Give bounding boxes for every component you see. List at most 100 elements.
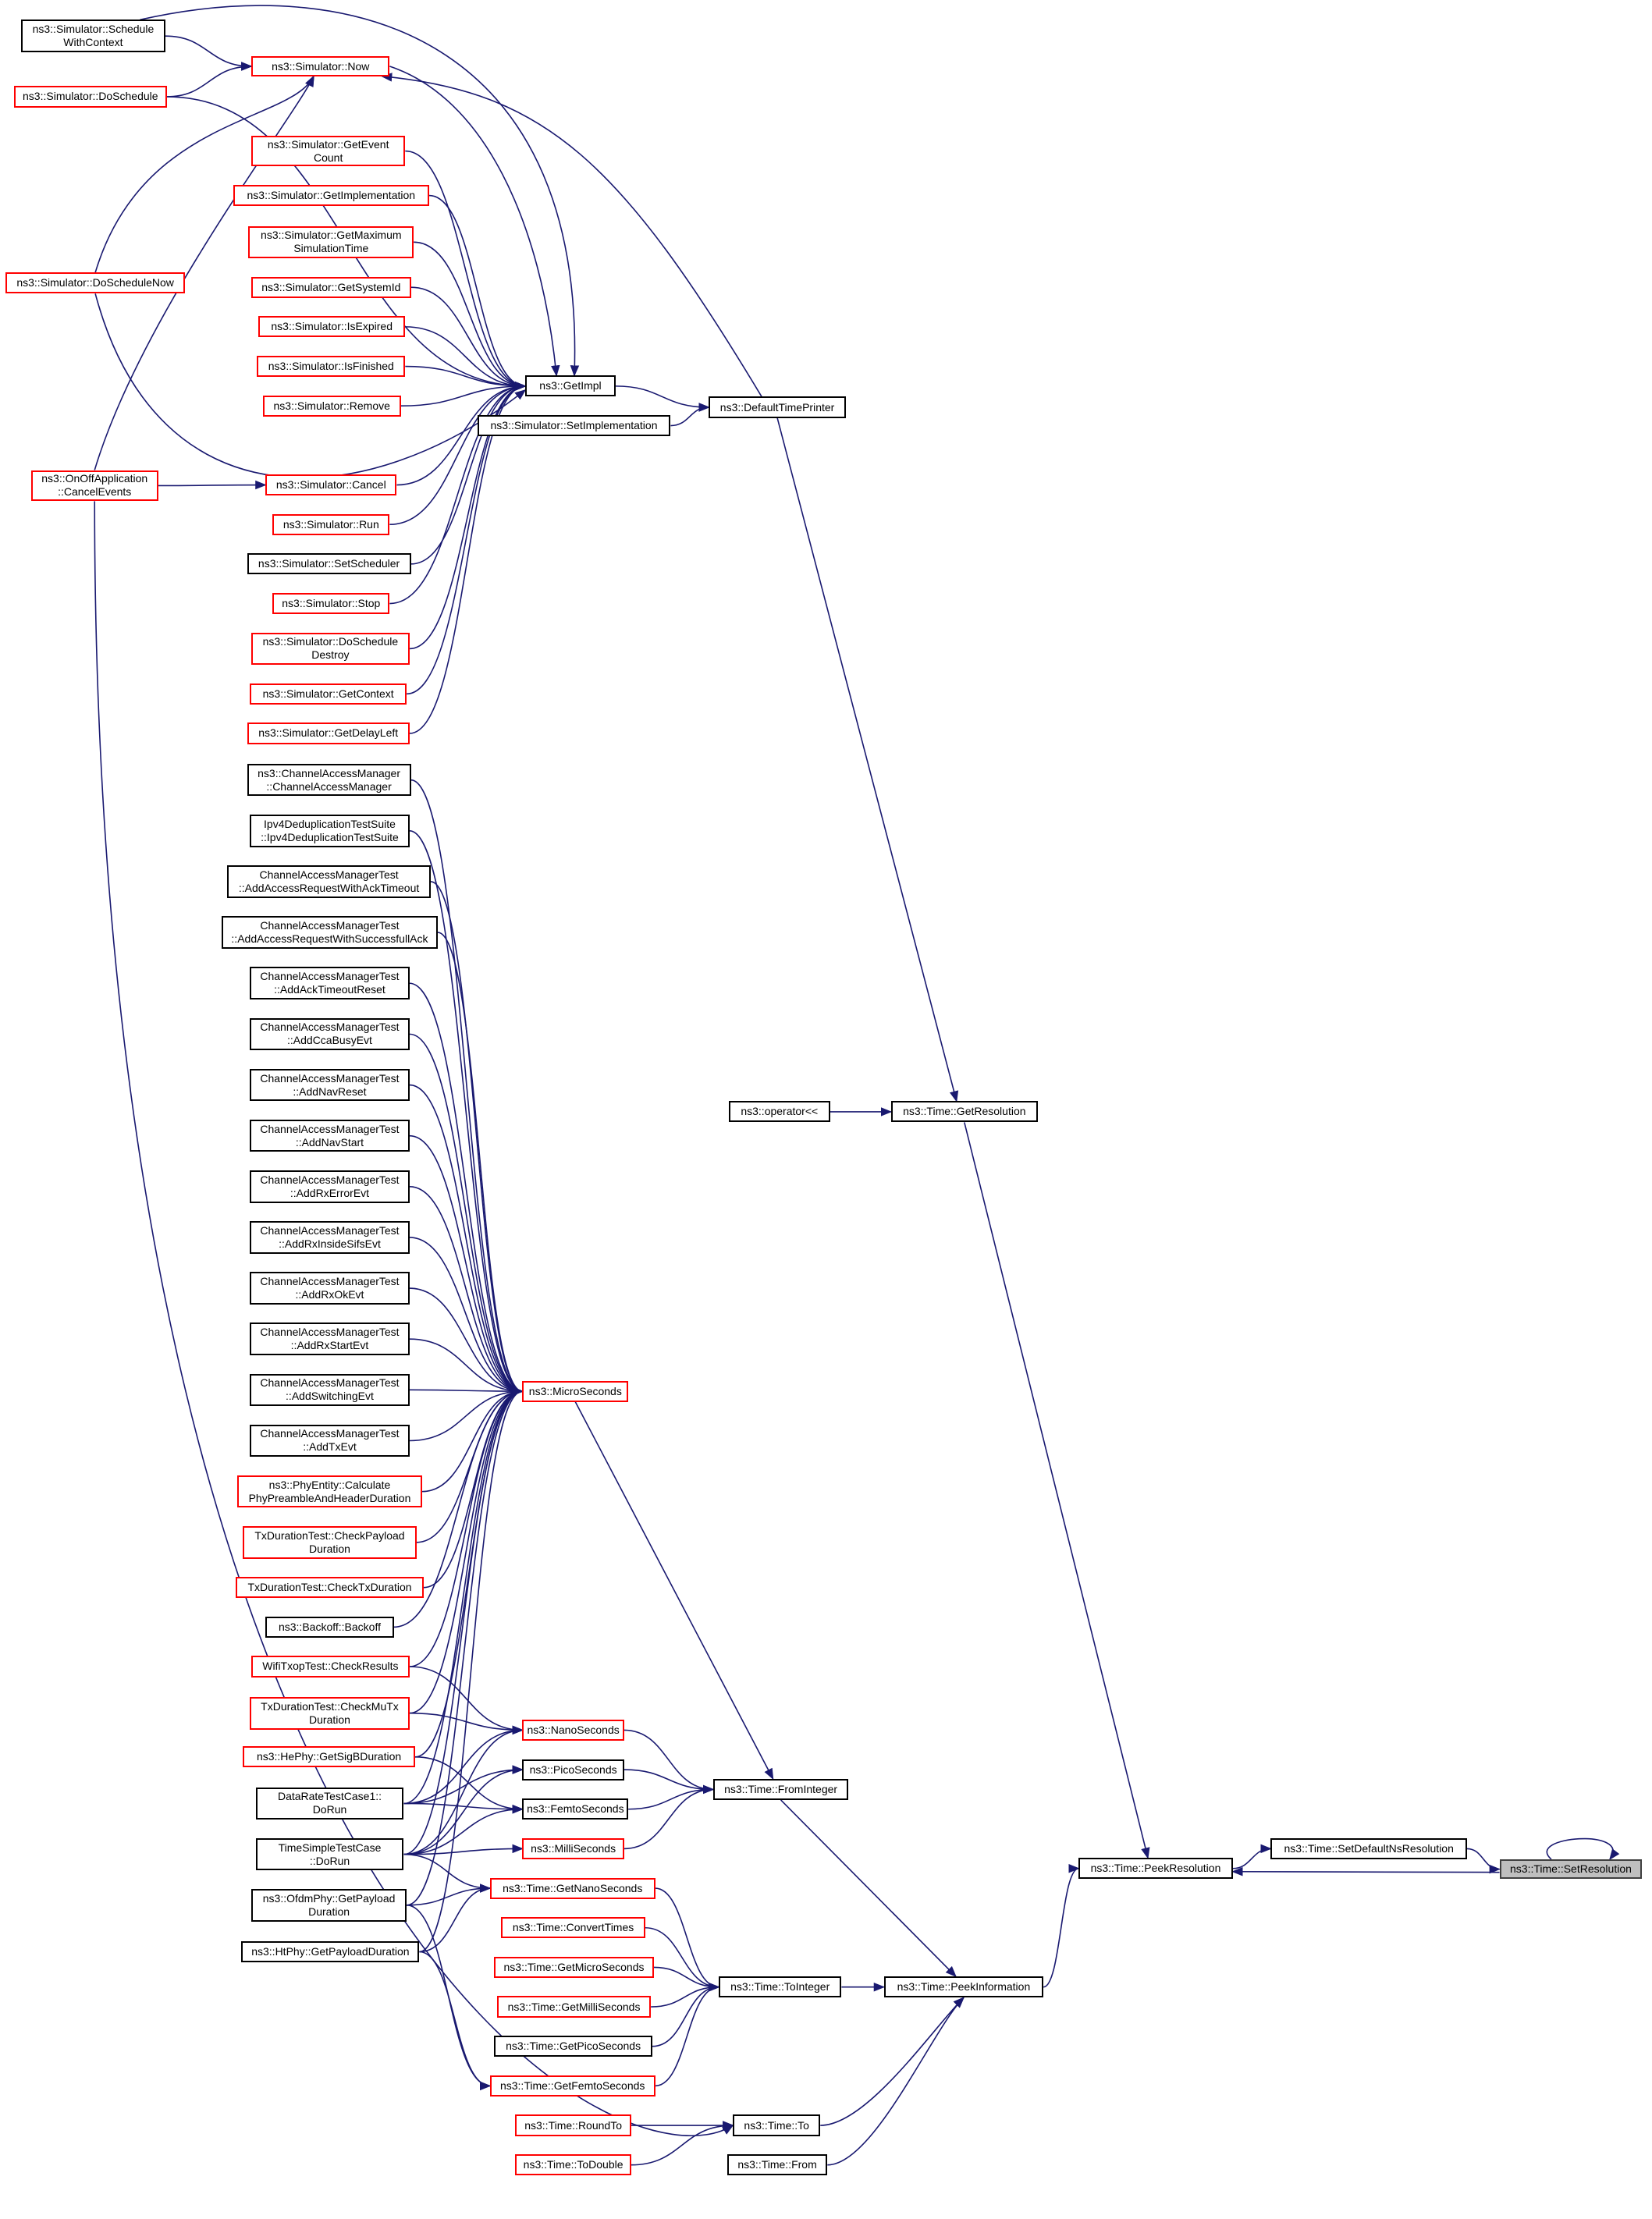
node-label: ns3::Time::GetPicoSeconds <box>506 2040 641 2053</box>
graph-node-t4[interactable]: ChannelAccessManagerTest::AddCcaBusyEvt <box>250 1017 410 1051</box>
graph-node-peekinfo[interactable]: ns3::Time::PeekInformation <box>883 1976 1044 1998</box>
graph-node-run[interactable]: ns3::Simulator::Run <box>272 513 390 535</box>
graph-node-getctx[interactable]: ns3::Simulator::GetContext <box>250 683 407 705</box>
graph-node-t11[interactable]: ChannelAccessManagerTest::AddSwitchingEv… <box>250 1373 410 1407</box>
graph-node-onoff[interactable]: ns3::OnOffApplication::CancelEvents <box>30 470 158 502</box>
node-label: ns3::Simulator::DoSchedule <box>262 635 399 648</box>
graph-node-cam[interactable]: ns3::ChannelAccessManager::ChannelAccess… <box>247 763 411 797</box>
graph-node-from[interactable]: ns3::Time::From <box>727 2154 828 2176</box>
graph-node-t10[interactable]: ChannelAccessManagerTest::AddRxStartEvt <box>250 1323 410 1356</box>
node-label: ns3::Simulator::Schedule <box>32 23 155 36</box>
graph-node-getres[interactable]: ns3::Time::GetResolution <box>890 1101 1038 1123</box>
node-label: ns3::Simulator::IsFinished <box>268 360 394 373</box>
graph-node-remove[interactable]: ns3::Simulator::Remove <box>262 395 401 417</box>
graph-node-dtp[interactable]: ns3::DefaultTimePrinter <box>709 396 846 418</box>
graph-node-isexp[interactable]: ns3::Simulator::IsExpired <box>258 316 406 338</box>
call-edge-htphy-to-micro <box>419 1386 524 1953</box>
graph-node-to[interactable]: ns3::Time::To <box>733 2114 821 2136</box>
graph-node-setimpl[interactable]: ns3::Simulator::SetImplementation <box>477 414 671 437</box>
graph-node-todouble[interactable]: ns3::Time::ToDouble <box>515 2154 631 2176</box>
graph-node-htphy[interactable]: ns3::HtPhy::GetPayloadDuration <box>241 1940 420 1963</box>
graph-node-milli[interactable]: ns3::MilliSeconds <box>522 1837 624 1859</box>
graph-node-toint[interactable]: ns3::Time::ToInteger <box>718 1976 842 1998</box>
graph-node-setres[interactable]: ns3::Time::SetResolution <box>1499 1859 1643 1880</box>
graph-node-drtc[interactable]: DataRateTestCase1::DoRun <box>255 1787 404 1820</box>
graph-node-ipv4dd[interactable]: Ipv4DeduplicationTestSuite::Ipv4Deduplic… <box>250 815 410 847</box>
graph-node-gmicro[interactable]: ns3::Time::GetMicroSeconds <box>494 1956 654 1978</box>
call-edge-ipv4dd-to-micro <box>409 830 524 1396</box>
graph-node-dsnow[interactable]: ns3::Simulator::DoScheduleNow <box>5 272 186 294</box>
graph-node-setsched[interactable]: ns3::Simulator::SetScheduler <box>247 553 411 575</box>
node-label: ns3::Backoff::Backoff <box>278 1620 381 1633</box>
graph-node-getimpln[interactable]: ns3::Simulator::GetImplementation <box>233 185 430 207</box>
graph-node-gnano[interactable]: ns3::Time::GetNanoSeconds <box>489 1877 655 1899</box>
graph-node-nano[interactable]: ns3::NanoSeconds <box>522 1719 624 1741</box>
node-label: ns3::Simulator::GetSystemId <box>261 280 401 293</box>
call-edge-dtp-to-now <box>380 73 762 397</box>
graph-node-sysid[interactable]: ns3::Simulator::GetSystemId <box>251 276 411 298</box>
graph-node-cancel[interactable]: ns3::Simulator::Cancel <box>265 474 397 496</box>
graph-node-backoff[interactable]: ns3::Backoff::Backoff <box>265 1616 394 1638</box>
node-label: ChannelAccessManagerTest <box>260 1376 400 1390</box>
graph-node-t12[interactable]: ChannelAccessManagerTest::AddTxEvt <box>250 1424 410 1457</box>
graph-node-t2[interactable]: ChannelAccessManagerTest::AddAccessReque… <box>222 916 438 949</box>
graph-node-oplt[interactable]: ns3::operator<< <box>728 1101 830 1123</box>
call-edge-drtc-to-nano <box>403 1725 524 1805</box>
graph-node-pico[interactable]: ns3::PicoSeconds <box>522 1759 624 1781</box>
call-edge-cmutx-to-micro <box>409 1386 524 1714</box>
graph-node-t3[interactable]: ChannelAccessManagerTest::AddAckTimeoutR… <box>250 967 410 1000</box>
graph-node-t5[interactable]: ChannelAccessManagerTest::AddNavReset <box>250 1068 410 1102</box>
call-edge-onoff-to-cancel <box>158 480 267 490</box>
node-label: TxDurationTest::CheckPayload <box>254 1528 405 1542</box>
node-label: ns3::Time::PeekInformation <box>897 1980 1031 1994</box>
node-label: ns3::Simulator::GetDelayLeft <box>258 726 399 740</box>
graph-node-gfemto[interactable]: ns3::Time::GetFemtoSeconds <box>489 2075 655 2097</box>
graph-node-cres[interactable]: WifiTxopTest::CheckResults <box>251 1656 410 1678</box>
call-edge-onoff-to-now <box>94 75 314 470</box>
graph-node-gmilli[interactable]: ns3::Time::GetMilliSeconds <box>496 1996 652 2018</box>
graph-node-peekres[interactable]: ns3::Time::PeekResolution <box>1078 1858 1233 1880</box>
graph-node-now[interactable]: ns3::Simulator::Now <box>251 56 390 76</box>
graph-node-roundto[interactable]: ns3::Time::RoundTo <box>515 2114 631 2136</box>
graph-node-stop[interactable]: ns3::Simulator::Stop <box>272 592 390 615</box>
node-label: ns3::HePhy::GetSigBDuration <box>256 1750 402 1763</box>
graph-node-gpico[interactable]: ns3::Time::GetPicoSeconds <box>494 2036 652 2057</box>
graph-node-t7[interactable]: ChannelAccessManagerTest::AddRxErrorEvt <box>250 1170 410 1203</box>
node-label: ns3::Simulator::SetImplementation <box>490 419 658 432</box>
graph-node-micro[interactable]: ns3::MicroSeconds <box>522 1380 629 1402</box>
graph-node-t8[interactable]: ChannelAccessManagerTest::AddRxInsideSif… <box>250 1221 410 1254</box>
node-label: ::AddTxEvt <box>303 1440 357 1454</box>
graph-node-t1[interactable]: ChannelAccessManagerTest::AddAccessReque… <box>227 865 431 898</box>
graph-node-delayleft[interactable]: ns3::Simulator::GetDelayLeft <box>247 723 410 744</box>
call-edge-swc-to-getimpl <box>140 5 580 377</box>
graph-node-setdef[interactable]: ns3::Time::SetDefaultNsResolution <box>1270 1837 1467 1859</box>
graph-node-hesigb[interactable]: ns3::HePhy::GetSigBDuration <box>243 1746 415 1768</box>
graph-node-ctd[interactable]: TxDurationTest::CheckTxDuration <box>236 1577 424 1599</box>
graph-node-conv[interactable]: ns3::Time::ConvertTimes <box>501 1917 645 1939</box>
node-label: DataRateTestCase1:: <box>277 1790 382 1803</box>
node-label: ::CancelEvents <box>58 485 132 499</box>
graph-node-t6[interactable]: ChannelAccessManagerTest::AddNavStart <box>250 1119 410 1152</box>
node-label: ::AddRxStartEvt <box>290 1339 369 1352</box>
graph-node-isfin[interactable]: ns3::Simulator::IsFinished <box>257 355 406 378</box>
graph-node-femto[interactable]: ns3::FemtoSeconds <box>522 1798 629 1820</box>
call-edge-cpd-to-micro <box>416 1386 524 1543</box>
graph-node-tstc[interactable]: TimeSimpleTestCase::DoRun <box>255 1837 404 1871</box>
graph-node-getimpl[interactable]: ns3::GetImpl <box>525 375 616 397</box>
node-label: ChannelAccessManagerTest <box>260 919 400 932</box>
graph-node-fromint[interactable]: ns3::Time::FromInteger <box>712 1778 849 1800</box>
graph-node-dosched[interactable]: ns3::Simulator::DoSchedule <box>14 86 167 108</box>
node-label: Destroy <box>311 648 350 662</box>
graph-node-t9[interactable]: ChannelAccessManagerTest::AddRxOkEvt <box>250 1272 410 1305</box>
node-label: ::AddRxOkEvt <box>295 1288 364 1301</box>
node-label: ns3::NanoSeconds <box>527 1723 620 1736</box>
node-label: TxDurationTest::CheckTxDuration <box>247 1581 412 1594</box>
